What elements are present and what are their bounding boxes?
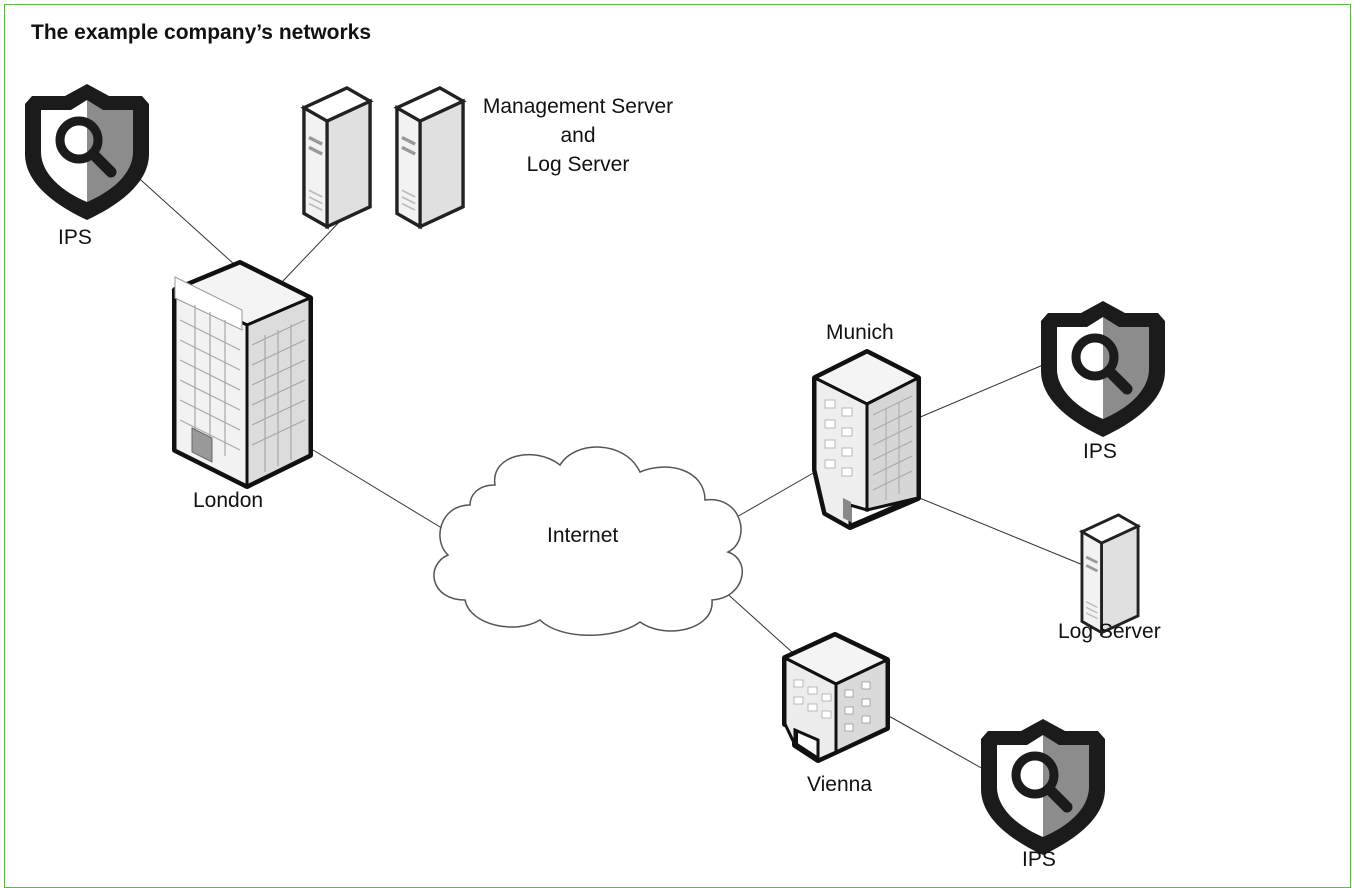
management-server-label-line: Management Server — [482, 95, 674, 118]
ips-vienna-label: IPS — [1022, 848, 1056, 871]
shield-search-icon — [981, 719, 1105, 855]
internet-label: Internet — [547, 524, 619, 547]
london-label: London — [193, 489, 264, 512]
link-ips-london — [131, 171, 236, 266]
link-london-internet — [312, 449, 446, 531]
building-icon — [811, 349, 922, 530]
link-munich-ips — [917, 364, 1044, 419]
vienna-label: Vienna — [807, 773, 873, 796]
link-internet-munich — [734, 471, 816, 519]
diagram-title: The example company’s networks — [31, 21, 372, 44]
link-munich-logserver — [899, 489, 1084, 566]
shield-search-icon — [25, 84, 149, 220]
building-icon — [171, 260, 314, 489]
management-server-label-line: Log Server — [526, 153, 630, 176]
connection-lines — [131, 171, 1084, 771]
ips-london-label: IPS — [58, 226, 92, 249]
server-icon — [302, 86, 372, 229]
server-icon — [1080, 513, 1140, 634]
log-server-label: Log Server — [1058, 620, 1161, 643]
munich-label: Munich — [826, 321, 894, 344]
management-server-label: Management Server and Log Server — [468, 92, 688, 179]
building-icon — [781, 632, 891, 763]
link-vienna-ips — [886, 714, 986, 771]
management-server-label-line: and — [560, 124, 596, 147]
cloud-icon — [433, 446, 743, 636]
shield-search-icon — [1041, 301, 1165, 437]
server-icon — [395, 86, 465, 229]
ips-munich-label: IPS — [1083, 440, 1117, 463]
